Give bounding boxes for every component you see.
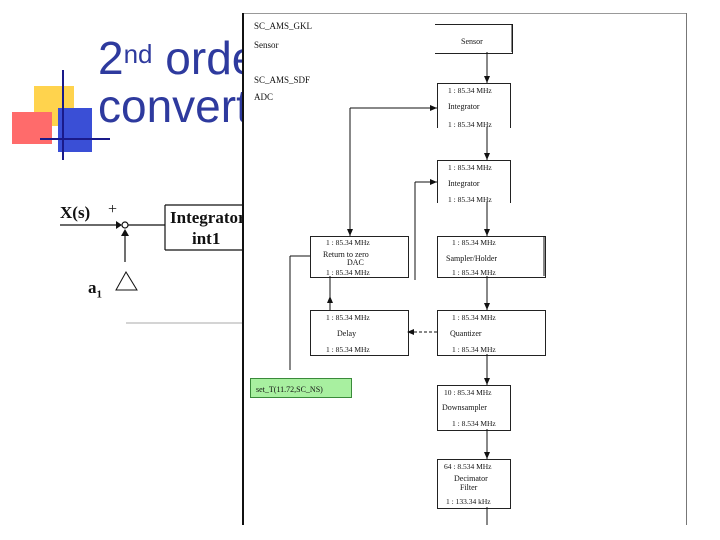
gain-label: a1 xyxy=(88,278,102,301)
title-base: 2 xyxy=(98,32,124,84)
sampler-holder-rate-bottom: 1 : 85.34 MHz xyxy=(452,268,496,277)
panel-top-border xyxy=(242,13,687,14)
rtz-dac-name-line2: DAC xyxy=(347,258,364,267)
sampler-holder-rate-top: 1 : 85.34 MHz xyxy=(452,238,496,247)
input-label: X(s) xyxy=(60,203,91,222)
delay-block: 1 : 85.34 MHz Delay 1 : 85.34 MHz xyxy=(310,310,409,356)
integrator-block-label: Integrator xyxy=(170,208,246,227)
sensor-name: Sensor xyxy=(461,37,483,46)
plus-sign: + xyxy=(108,201,118,218)
integrator-1-block: 1 : 85.34 MHz Integrator 1 : 85.34 MHz xyxy=(437,83,511,129)
delay-rate-top: 1 : 85.34 MHz xyxy=(326,313,370,322)
quantizer-name: Quantizer xyxy=(450,329,482,338)
quantizer-rate-top: 1 : 85.34 MHz xyxy=(452,313,496,322)
hierarchy-top-instance: Sensor xyxy=(254,40,279,50)
sensor-block: Sensor xyxy=(435,24,513,54)
integrator-1-rate-bottom: 1 : 85.34 MHz xyxy=(448,120,492,129)
panel-right-border xyxy=(686,13,687,525)
slide-title-line2: convert xyxy=(98,80,249,132)
quantizer-block: 1 : 85.34 MHz Quantizer 1 : 85.34 MHz xyxy=(437,310,546,356)
decimator-rate-top: 64 : 8.534 MHz xyxy=(444,462,492,471)
integrator-1-name: Integrator xyxy=(448,102,480,111)
rtz-dac-rate-bottom: 1 : 85.34 MHz xyxy=(326,268,370,277)
downsampler-rate-bottom: 1 : 8.534 MHz xyxy=(452,419,496,428)
decor-vertical-line xyxy=(62,70,64,160)
downsampler-block: 10 : 85.34 MHz Downsampler 1 : 8.534 MHz xyxy=(437,385,511,431)
downsampler-rate-top: 10 : 85.34 MHz xyxy=(444,388,492,397)
decimator-filter-block: 64 : 8.534 MHz Decimator Filter 1 : 133.… xyxy=(437,459,511,509)
sampler-holder-name: Sampler/Holder xyxy=(446,254,498,263)
delay-name: Delay xyxy=(337,329,357,338)
set-timestep-annotation: set_T(11.72,SC_NS) xyxy=(250,378,352,398)
hierarchy-sub-module: SC_AMS_SDF xyxy=(254,75,311,85)
rtz-dac-name-line1: Return to zero xyxy=(323,250,369,259)
rtz-dac-block: 1 : 85.34 MHz Return to zero DAC 1 : 85.… xyxy=(310,236,409,278)
title-superscript: nd xyxy=(123,39,153,69)
hierarchy-sub-instance: ADC xyxy=(254,92,274,102)
delay-rate-bottom: 1 : 85.34 MHz xyxy=(326,345,370,354)
integrator-2-rate-top: 1 : 85.34 MHz xyxy=(448,163,492,172)
hierarchy-top-module: SC_AMS_GKL xyxy=(254,21,313,31)
quantizer-rate-bottom: 1 : 85.34 MHz xyxy=(452,345,496,354)
downsampler-name: Downsampler xyxy=(442,403,487,412)
integrator-instance-label: int1 xyxy=(192,229,221,248)
decimator-rate-bottom: 1 : 133.34 kHz xyxy=(446,497,491,506)
integrator-1-rate-top: 1 : 85.34 MHz xyxy=(448,86,492,95)
panel-left-border xyxy=(242,13,244,525)
decimator-name-line1: Decimator xyxy=(454,474,488,483)
rtz-dac-rate-top: 1 : 85.34 MHz xyxy=(326,238,370,247)
integrator-2-block: 1 : 85.34 MHz Integrator 1 : 85.34 MHz xyxy=(437,160,511,204)
summing-node xyxy=(121,221,129,229)
integrator-2-rate-bottom: 1 : 85.34 MHz xyxy=(448,195,492,204)
integrator-2-name: Integrator xyxy=(448,179,480,188)
decor-horizontal-line xyxy=(40,138,110,140)
sampler-holder-block: 1 : 85.34 MHz Sampler/Holder 1 : 85.34 M… xyxy=(437,236,546,278)
gain-triangle xyxy=(115,271,138,291)
decimator-name-line2: Filter xyxy=(460,483,478,492)
